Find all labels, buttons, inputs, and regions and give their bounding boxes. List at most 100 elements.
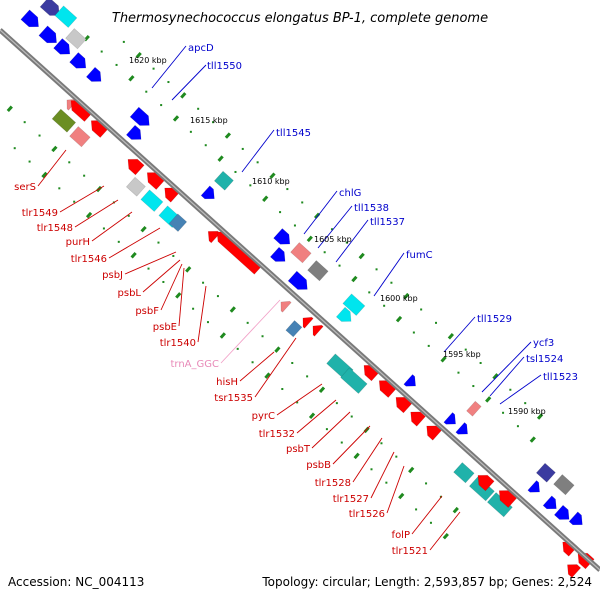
leader-line-reverse [124, 251, 177, 275]
tick-mark [128, 75, 135, 82]
gene-feature-forward [553, 474, 575, 496]
leader-line-reverse [220, 299, 281, 364]
tick-mark [269, 172, 276, 179]
leader-line-reverse [91, 211, 133, 242]
forward-gene-labels: apcD tll1550 tll1545 chlG tll1538 tll153… [188, 43, 578, 383]
leader-line-reverse [352, 437, 383, 483]
tick-mark [420, 308, 423, 311]
gene-label-purH: purH [66, 237, 90, 248]
tick-mark [224, 132, 232, 139]
tick-mark [262, 195, 269, 202]
gene-feature-forward [69, 52, 87, 69]
leader-line-forward [151, 45, 187, 89]
tick-mark [440, 356, 447, 363]
kbp-label-1605: 1605 kbp [314, 235, 352, 244]
tick-mark [51, 145, 58, 153]
gene-feature-forward [527, 480, 540, 493]
tick-mark [246, 321, 249, 324]
gene-label-tlr1526: tlr1526 [349, 509, 385, 520]
kbp-label-1600: 1600 kbp [380, 294, 418, 303]
gene-feature-forward [553, 504, 570, 520]
tick-mark [415, 508, 418, 511]
leader-line-reverse [142, 259, 181, 293]
gene-label-tsr1535: tsr1535 [214, 393, 253, 404]
tick-mark [412, 331, 415, 334]
gene-feature-forward [85, 66, 102, 82]
leader-line-reverse [178, 267, 185, 327]
tick-mark [385, 481, 388, 484]
gene-feature-forward [269, 246, 286, 262]
tick-mark [261, 335, 264, 338]
tick-mark [350, 415, 353, 418]
gene-feature-forward [443, 412, 456, 425]
leader-line-forward [443, 316, 476, 353]
leader-line-reverse [296, 399, 337, 434]
tick-mark [204, 144, 207, 147]
tick-mark [157, 241, 160, 244]
leader-line-reverse [311, 411, 351, 449]
tick-mark [130, 251, 137, 259]
tick-mark [38, 134, 41, 137]
tick-mark [403, 292, 410, 300]
gene-label-tll1538: tll1538 [354, 203, 389, 214]
gene-label-folP: folP [392, 530, 410, 541]
leader-line-reverse [197, 285, 207, 343]
tick-mark [274, 346, 281, 353]
gene-label-tlr1549: tlr1549 [22, 208, 58, 219]
leader-line-forward [335, 219, 369, 263]
leader-line-reverse [332, 425, 371, 465]
kbp-label-1595: 1595 kbp [443, 350, 481, 359]
gene-feature-forward [53, 38, 71, 55]
tick-mark [58, 187, 61, 190]
gene-feature-forward [335, 306, 352, 322]
tick-mark [306, 235, 313, 243]
tick-mark [216, 295, 219, 298]
tick-mark [325, 428, 328, 431]
gene-feature-reverse [51, 108, 77, 133]
gene-feature-reverse [127, 158, 145, 176]
tick-mark [340, 441, 343, 444]
tick-mark [256, 161, 259, 164]
gene-label-chlG: chlG [339, 188, 361, 199]
tick-mark [117, 240, 120, 243]
gene-feature-forward [129, 106, 150, 126]
gene-feature-reverse [312, 324, 324, 337]
tick-mark [206, 321, 209, 324]
tick-mark [380, 442, 383, 445]
reverse-gene-labels: serS tlr1549 tlr1548 purH tlr1546 psbJ p… [14, 182, 428, 557]
gene-feature-forward [290, 242, 312, 264]
tick-mark [353, 452, 360, 460]
tick-mark [338, 264, 341, 267]
tick-mark [291, 361, 294, 364]
tick-mark [264, 372, 271, 379]
gene-feature-forward [273, 228, 291, 245]
tick-mark [492, 373, 499, 380]
kbp-label-1615: 1615 kbp [190, 116, 228, 125]
tick-mark [464, 348, 467, 351]
gene-label-psbJ: psbJ [102, 270, 123, 281]
tick-mark [102, 227, 105, 230]
tick-mark [234, 170, 237, 173]
tick-mark [524, 402, 527, 405]
accession-label: Accession: NC_004113 [8, 575, 144, 589]
tick-mark [180, 92, 187, 99]
gene-label-tll1529: tll1529 [477, 314, 512, 325]
tick-mark [358, 252, 365, 260]
tick-mark [509, 388, 512, 391]
gene-feature-reverse [477, 474, 495, 492]
tick-mark [229, 306, 236, 313]
gene-feature-forward [38, 25, 57, 44]
tick-mark [115, 63, 118, 66]
gene-feature-reverse [285, 320, 303, 338]
leader-line-reverse [59, 185, 105, 213]
tick-mark [427, 344, 430, 347]
tick-mark [485, 396, 492, 403]
tick-mark [301, 201, 304, 204]
tick-mark [241, 147, 244, 150]
gene-feature-forward [403, 374, 416, 387]
gene-feature-forward [535, 462, 556, 483]
gene-feature-reverse [453, 462, 475, 484]
gene-label-tsl1524: tsl1524 [526, 354, 563, 365]
gene-label-tll1550: tll1550 [207, 61, 242, 72]
tick-mark [323, 251, 326, 254]
